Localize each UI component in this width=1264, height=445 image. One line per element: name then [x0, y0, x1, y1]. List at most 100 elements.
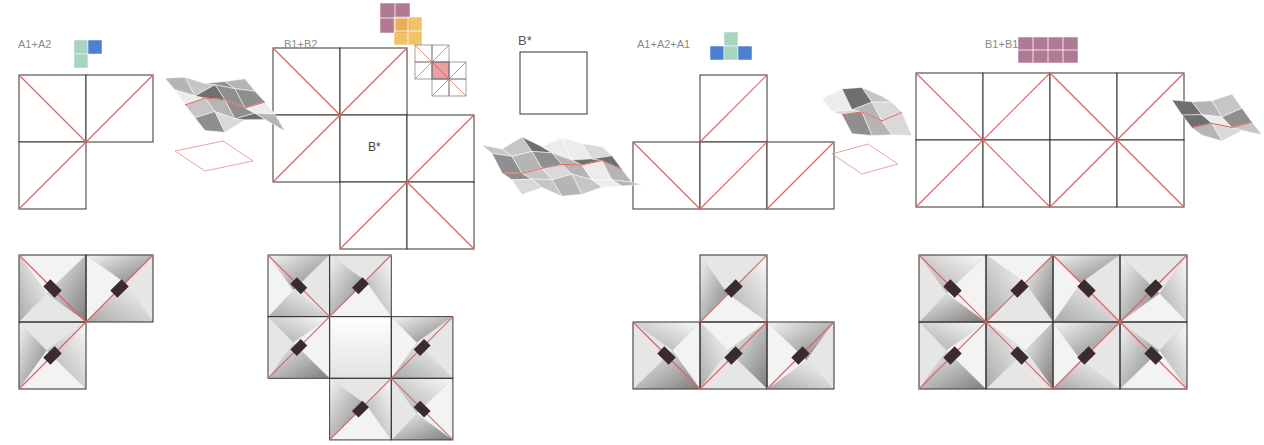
fold-facet — [919, 322, 947, 389]
tile-outline — [273, 48, 474, 249]
tile-square — [330, 317, 392, 379]
tile-square — [340, 182, 407, 249]
icon-square — [710, 46, 724, 60]
fold-line — [700, 142, 767, 209]
fold-line — [919, 255, 1053, 389]
pattern-label: B* — [518, 33, 532, 48]
dark-facet — [43, 279, 61, 297]
dark-facet — [1144, 279, 1162, 297]
tile-square — [391, 317, 453, 379]
fold-facet — [19, 255, 47, 322]
tile-square — [330, 378, 392, 440]
tile-square — [19, 75, 86, 142]
tile-square — [391, 378, 453, 440]
fold-line — [407, 182, 474, 249]
tile-square — [633, 322, 700, 389]
fold-facet — [391, 317, 416, 379]
icon-square — [88, 40, 102, 54]
tile-square — [268, 255, 330, 317]
pattern-label: A1+A2+A1 — [637, 38, 690, 51]
fold-facet — [391, 378, 416, 440]
folded-pattern — [19, 255, 153, 389]
fold-line — [330, 378, 392, 440]
fold-line — [700, 75, 767, 142]
dark-facet — [290, 277, 307, 294]
dark-facet — [1010, 346, 1028, 364]
dark-facet — [943, 346, 961, 364]
fold-line — [19, 142, 86, 209]
dark-facet — [1010, 279, 1028, 297]
dark-facet — [943, 279, 961, 297]
tile-square — [633, 142, 700, 209]
tile-square — [700, 322, 767, 389]
folded-3d-view — [482, 137, 642, 196]
icon-square — [1018, 37, 1078, 63]
icon-square — [74, 54, 88, 68]
fold-line — [273, 115, 340, 182]
fold-line — [86, 255, 153, 322]
tile-square — [273, 48, 340, 115]
tile-square — [340, 115, 407, 182]
fold-facet — [268, 317, 293, 379]
fold-line — [700, 255, 767, 322]
tile-square — [86, 75, 153, 142]
dark-facet — [414, 401, 431, 418]
dark-facet — [724, 279, 742, 297]
dark-facet — [791, 346, 809, 364]
fold-line — [19, 75, 86, 142]
dark-facet — [43, 346, 61, 364]
pattern-label: A1+A2 — [18, 38, 51, 51]
tile-square — [19, 142, 86, 209]
fold-line — [1050, 73, 1184, 207]
fold-line — [268, 317, 330, 379]
fold-facet — [268, 255, 293, 317]
icon-grid — [394, 31, 422, 32]
fold-facet — [1053, 322, 1081, 389]
fold-line — [767, 142, 834, 209]
tile-square — [767, 322, 834, 389]
tile-square — [407, 115, 474, 182]
tile-square — [86, 255, 153, 322]
fold-line — [633, 142, 700, 209]
icon-square — [738, 46, 752, 60]
tile-square — [407, 182, 474, 249]
dark-facet — [724, 346, 742, 364]
folded-pattern — [919, 255, 1187, 389]
folded-pattern — [633, 255, 834, 389]
fold-line — [1053, 255, 1187, 389]
fold-facet — [700, 255, 728, 322]
fold-line — [407, 115, 474, 182]
pattern-label: B* — [368, 140, 381, 154]
tile-outline — [633, 75, 834, 209]
tile-square — [19, 255, 86, 322]
icon-square — [74, 40, 88, 54]
fold-line — [919, 255, 1053, 389]
dark-facet — [414, 339, 431, 356]
fold-line — [1050, 73, 1184, 207]
fold-line — [268, 255, 330, 317]
fold-line — [330, 255, 392, 317]
fold-line — [1053, 255, 1187, 389]
fold-facet — [19, 322, 47, 389]
fold-line — [916, 73, 1050, 207]
tile-square — [700, 75, 767, 142]
tile-square — [330, 255, 392, 317]
fold-line — [273, 48, 340, 115]
dark-facet — [352, 401, 369, 418]
fold-line — [700, 322, 767, 389]
tile-square — [340, 48, 407, 115]
fold-line — [340, 182, 407, 249]
tile-square — [273, 115, 340, 182]
icon-square — [394, 17, 422, 45]
dark-facet — [1077, 346, 1095, 364]
tile-square — [268, 317, 330, 379]
folded-3d-view — [165, 77, 285, 171]
dark-facet — [1144, 346, 1162, 364]
folded-3d-view — [822, 87, 912, 174]
tile-outline — [916, 73, 1184, 207]
tile-square — [700, 255, 767, 322]
fold-line — [633, 322, 700, 389]
tile-square — [700, 142, 767, 209]
folded-3d-view — [1172, 94, 1262, 141]
